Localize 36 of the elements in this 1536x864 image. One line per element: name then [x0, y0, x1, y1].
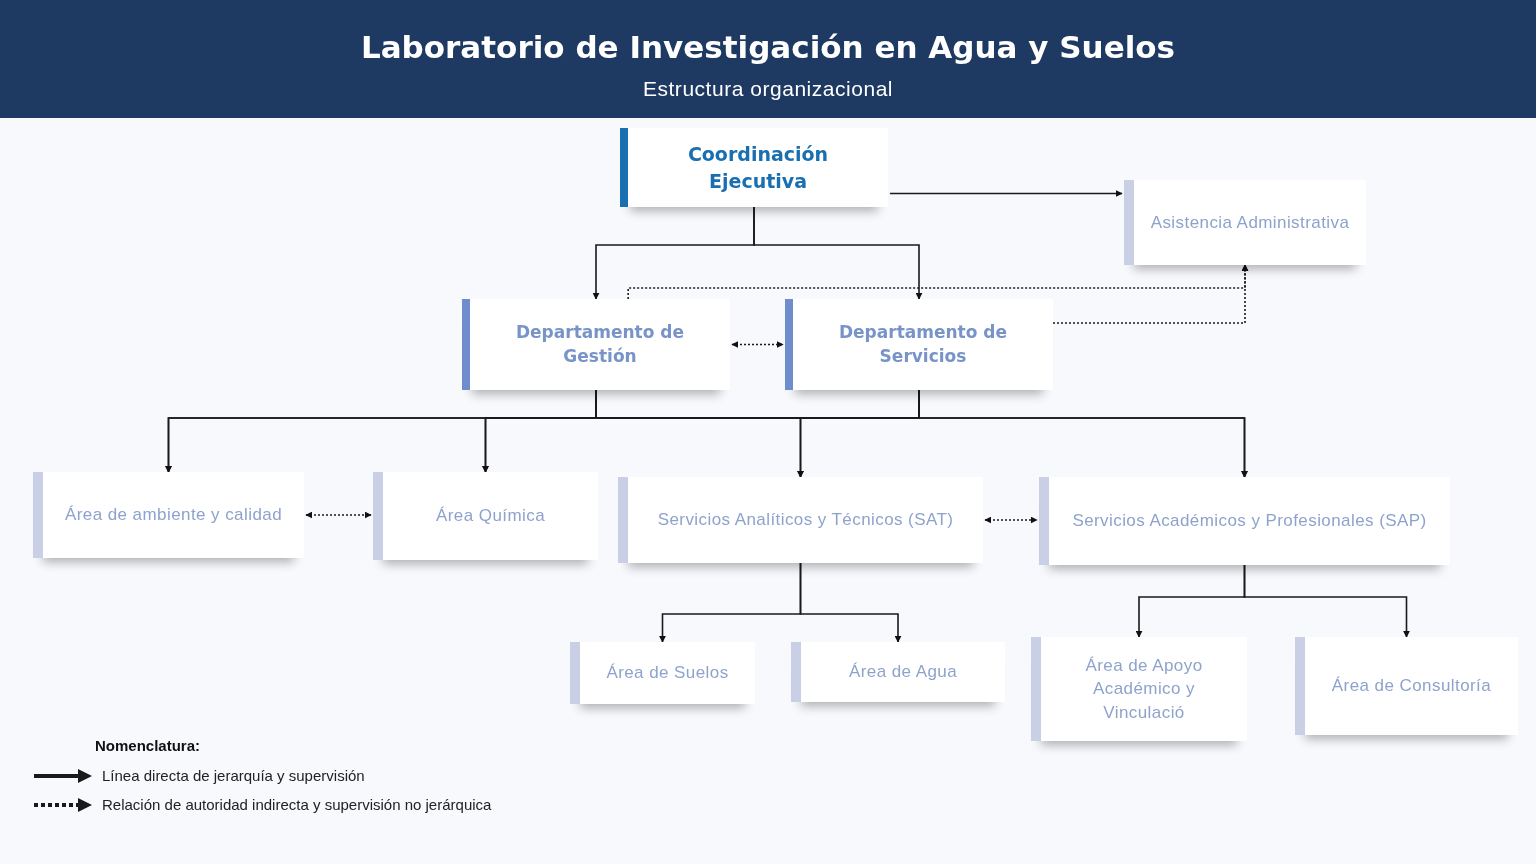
org-box: [373, 472, 598, 560]
connector-arrow: [731, 341, 784, 348]
org-box: [1124, 180, 1366, 265]
org-box: [1031, 637, 1247, 741]
box-label: Área de Consultoría: [1331, 675, 1492, 698]
box-label: Área de Suelos: [606, 662, 729, 685]
connector-arrow: [1243, 564, 1410, 638]
box-label: Departamento de Servicios: [837, 321, 1008, 368]
org-box: [791, 642, 1005, 702]
box-label: Área Química: [436, 505, 545, 528]
org-box: [570, 642, 755, 704]
org-box: [620, 128, 888, 207]
box-label: Área de ambiente y calidad: [64, 504, 283, 527]
legend-text: Línea directa de jerarquía y supervisión: [102, 765, 365, 786]
org-box: [618, 477, 983, 563]
connector-arrow: [799, 562, 902, 643]
connector-arrow: [889, 190, 1123, 197]
box-label: Asistencia Administrativa: [1150, 211, 1350, 234]
legend-text: Relación de autoridad indirecta y supervisión no jerárquica: [102, 795, 492, 815]
subtitle: Estructura organizacional: [641, 76, 895, 102]
box-label: Servicios Académicos y Profesionales (SAP): [1072, 510, 1427, 533]
box-label: Servicios Analíticos y Técnicos (SAT): [657, 509, 954, 532]
box-label: Departamento de Gestión: [514, 321, 685, 368]
org-box: [785, 299, 1053, 390]
legend-heading: Nomenclatura:: [95, 736, 202, 756]
box-label: Área de Apoyo Académico y Vinculació: [1084, 654, 1204, 724]
connector-arrow: [984, 516, 1038, 524]
org-box: [1039, 477, 1450, 565]
org-box: [1295, 637, 1518, 735]
org-box: [33, 472, 304, 558]
connector-arrow: [753, 206, 923, 300]
box-label: Área de Agua: [848, 661, 958, 684]
connector-arrow: [305, 511, 372, 519]
title: Laboratorio de Investigación en Agua y Suelos: [359, 28, 1177, 67]
org-box: [462, 299, 730, 390]
box-label: Coordinación Ejecutiva: [686, 142, 830, 194]
